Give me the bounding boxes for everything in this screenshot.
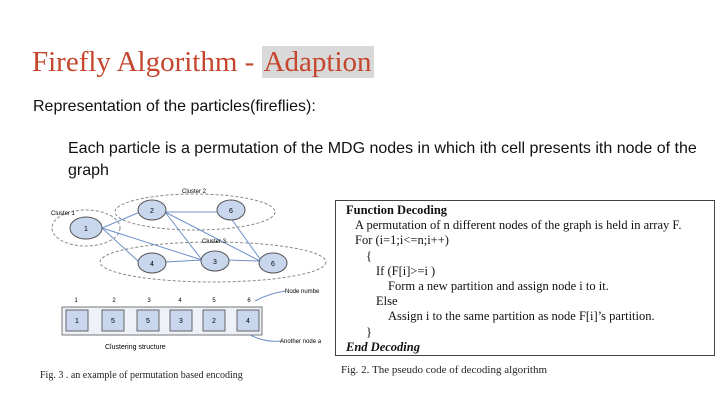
- graph-node-6: [216, 199, 246, 221]
- code-line: Function Decoding: [346, 203, 448, 217]
- pseudo-code-box: Function Decoding A permutation of n dif…: [335, 200, 715, 356]
- body-text: Each particle is a permutation of the MD…: [68, 140, 697, 179]
- left-figure-caption: Fig. 3 . an example of permutation based…: [40, 370, 243, 381]
- cell-index: 6: [247, 298, 251, 304]
- array-cell-value: 5: [111, 318, 115, 325]
- graph-node-3: [200, 250, 230, 272]
- permutation-encoding-figure: 1 2 6 4 3 6 Cluster 2 Cluster 1 Cluster …: [30, 185, 330, 385]
- sub-heading: Representation of the particles(fireflie…: [33, 98, 316, 115]
- code-line: }: [366, 324, 372, 339]
- code-line: A permutation of n different nodes of th…: [355, 218, 682, 233]
- graph-node-label: 1: [84, 226, 88, 233]
- code-line: End Decoding: [346, 339, 420, 354]
- graph-node-5: [258, 252, 288, 274]
- graph-node-2: [137, 199, 167, 221]
- graph-nodes: 1 2 6 4 3 6: [69, 199, 288, 274]
- graph-node-4: [137, 252, 167, 274]
- array-cell-value: 1: [75, 318, 79, 325]
- array-cell: [101, 309, 125, 332]
- array-cell-value: 4: [246, 318, 250, 325]
- array-cell-value: 3: [179, 318, 183, 325]
- code-line: Assign i to the same partition as node F…: [388, 309, 655, 324]
- another-node-label: Another node a: [280, 339, 322, 345]
- cluster-3-label: Cluster 3: [202, 239, 227, 245]
- array-cell: [202, 309, 226, 332]
- permutation-array: [61, 306, 263, 336]
- graph-node-label: 3: [213, 259, 217, 266]
- annotation-arrows: [249, 290, 287, 342]
- graph-node-label: 2: [150, 208, 154, 215]
- array-cell: [136, 309, 160, 332]
- title-highlight: Adaption: [261, 46, 374, 78]
- right-figure-caption: Fig. 2. The pseudo code of decoding algo…: [341, 364, 548, 376]
- cell-index-row: 1 2 3 4 5 6: [74, 298, 251, 304]
- permutation-cells: 1 5 5 3 2 4: [65, 309, 260, 332]
- node-number-label: Node numbe: [285, 289, 320, 295]
- graph-node-label: 6: [271, 261, 275, 268]
- array-cell: [169, 309, 193, 332]
- cell-index: 5: [212, 298, 216, 304]
- graph-edges: [101, 211, 261, 263]
- code-line: If (F[i]>=i ): [376, 263, 436, 278]
- cell-index: 1: [74, 298, 78, 304]
- code-line: For (i=1;i<=n;i++): [355, 233, 449, 248]
- code-line: Else: [376, 294, 398, 309]
- code-line: Form a new partition and assign node i t…: [388, 279, 609, 294]
- code-line: {: [366, 248, 372, 263]
- graph-node-1: [69, 216, 103, 240]
- array-cell: [236, 309, 260, 332]
- array-cell-value: 2: [212, 318, 216, 325]
- cluster-1-label: Cluster 1: [51, 211, 76, 217]
- cluster-2-label: Cluster 2: [182, 189, 207, 195]
- cluster-2-ellipse: [114, 193, 276, 231]
- cell-index: 4: [178, 298, 182, 304]
- cluster-3-ellipse: [99, 241, 327, 283]
- graph-node-label: 6: [229, 208, 233, 215]
- encoding-diagram: 1 2 6 4 3 6 Cluster 2 Cluster 1 Cluster …: [51, 189, 327, 351]
- title-main: Firefly Algorithm -: [32, 46, 262, 78]
- array-cell: [65, 309, 89, 332]
- slide-title: Firefly Algorithm - Adaption: [32, 44, 374, 80]
- cluster-1-ellipse: [51, 209, 121, 247]
- array-cell-value: 5: [146, 318, 150, 325]
- cell-index: 3: [147, 298, 151, 304]
- pseudo-code-figure: Function Decoding A permutation of n dif…: [332, 200, 717, 380]
- graph-node-label: 4: [150, 261, 154, 268]
- cell-index: 2: [112, 298, 116, 304]
- clustering-structure-label: Clustering structure: [105, 344, 166, 351]
